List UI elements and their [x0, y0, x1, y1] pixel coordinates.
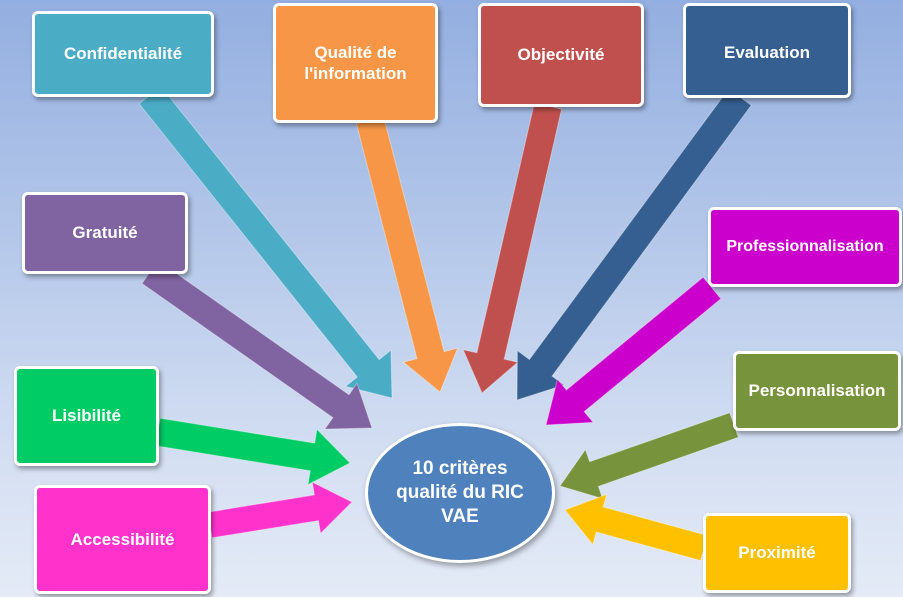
center-ellipse: 10 critères qualité du RIC VAE: [365, 423, 555, 563]
center-label: 10 critères qualité du RIC VAE: [396, 457, 524, 528]
criterion-proximite-label: Proximité: [738, 543, 816, 563]
criterion-objectivite-box: Objectivité: [478, 3, 644, 107]
criterion-evaluation-label: Evaluation: [724, 43, 810, 62]
arrow-objectivite: [462, 102, 563, 394]
arrow-accessibilite: [207, 481, 353, 539]
criterion-gratuite-box: Gratuité: [22, 192, 188, 274]
criterion-objectivite-label: Objectivité: [517, 45, 605, 65]
arrow-proximite: [564, 493, 709, 562]
arrow-evaluation: [516, 88, 752, 401]
criterion-lisibilite-label: Lisibilité: [52, 406, 121, 426]
criterion-confidentialite-label: Confidentialité: [63, 44, 183, 64]
criterion-qualite-information-label: Qualité de l'information: [304, 42, 407, 83]
criterion-qualite-information-box: Qualité de l'information: [273, 3, 438, 123]
criterion-lisibilite-box: Lisibilité: [14, 366, 159, 466]
arrow-qualite: [355, 115, 459, 393]
arrow-gratuite: [141, 259, 373, 430]
criterion-evaluation-box: Evaluation: [683, 3, 851, 98]
arrow-professionnalisation: [545, 276, 722, 426]
criterion-gratuite-label: Gratuité: [72, 223, 138, 243]
criterion-professionnalisation-box: Professionnalisation: [708, 207, 902, 287]
arrow-confidentialite: [138, 85, 393, 399]
criterion-personnalisation-label: Personnalisation: [748, 381, 886, 401]
arrow-personnalisation: [559, 412, 739, 500]
criterion-professionnalisation-label: Professionnalisation: [726, 238, 884, 255]
criterion-accessibilite-label: Accessibilité: [70, 529, 175, 549]
criterion-proximite-box: Proximité: [703, 513, 851, 593]
criterion-accessibilite-box: Accessibilité: [34, 485, 211, 594]
criterion-confidentialite-box: Confidentialité: [32, 11, 214, 97]
criterion-personnalisation-box: Personnalisation: [733, 351, 901, 431]
arrow-lisibilite: [155, 417, 351, 486]
